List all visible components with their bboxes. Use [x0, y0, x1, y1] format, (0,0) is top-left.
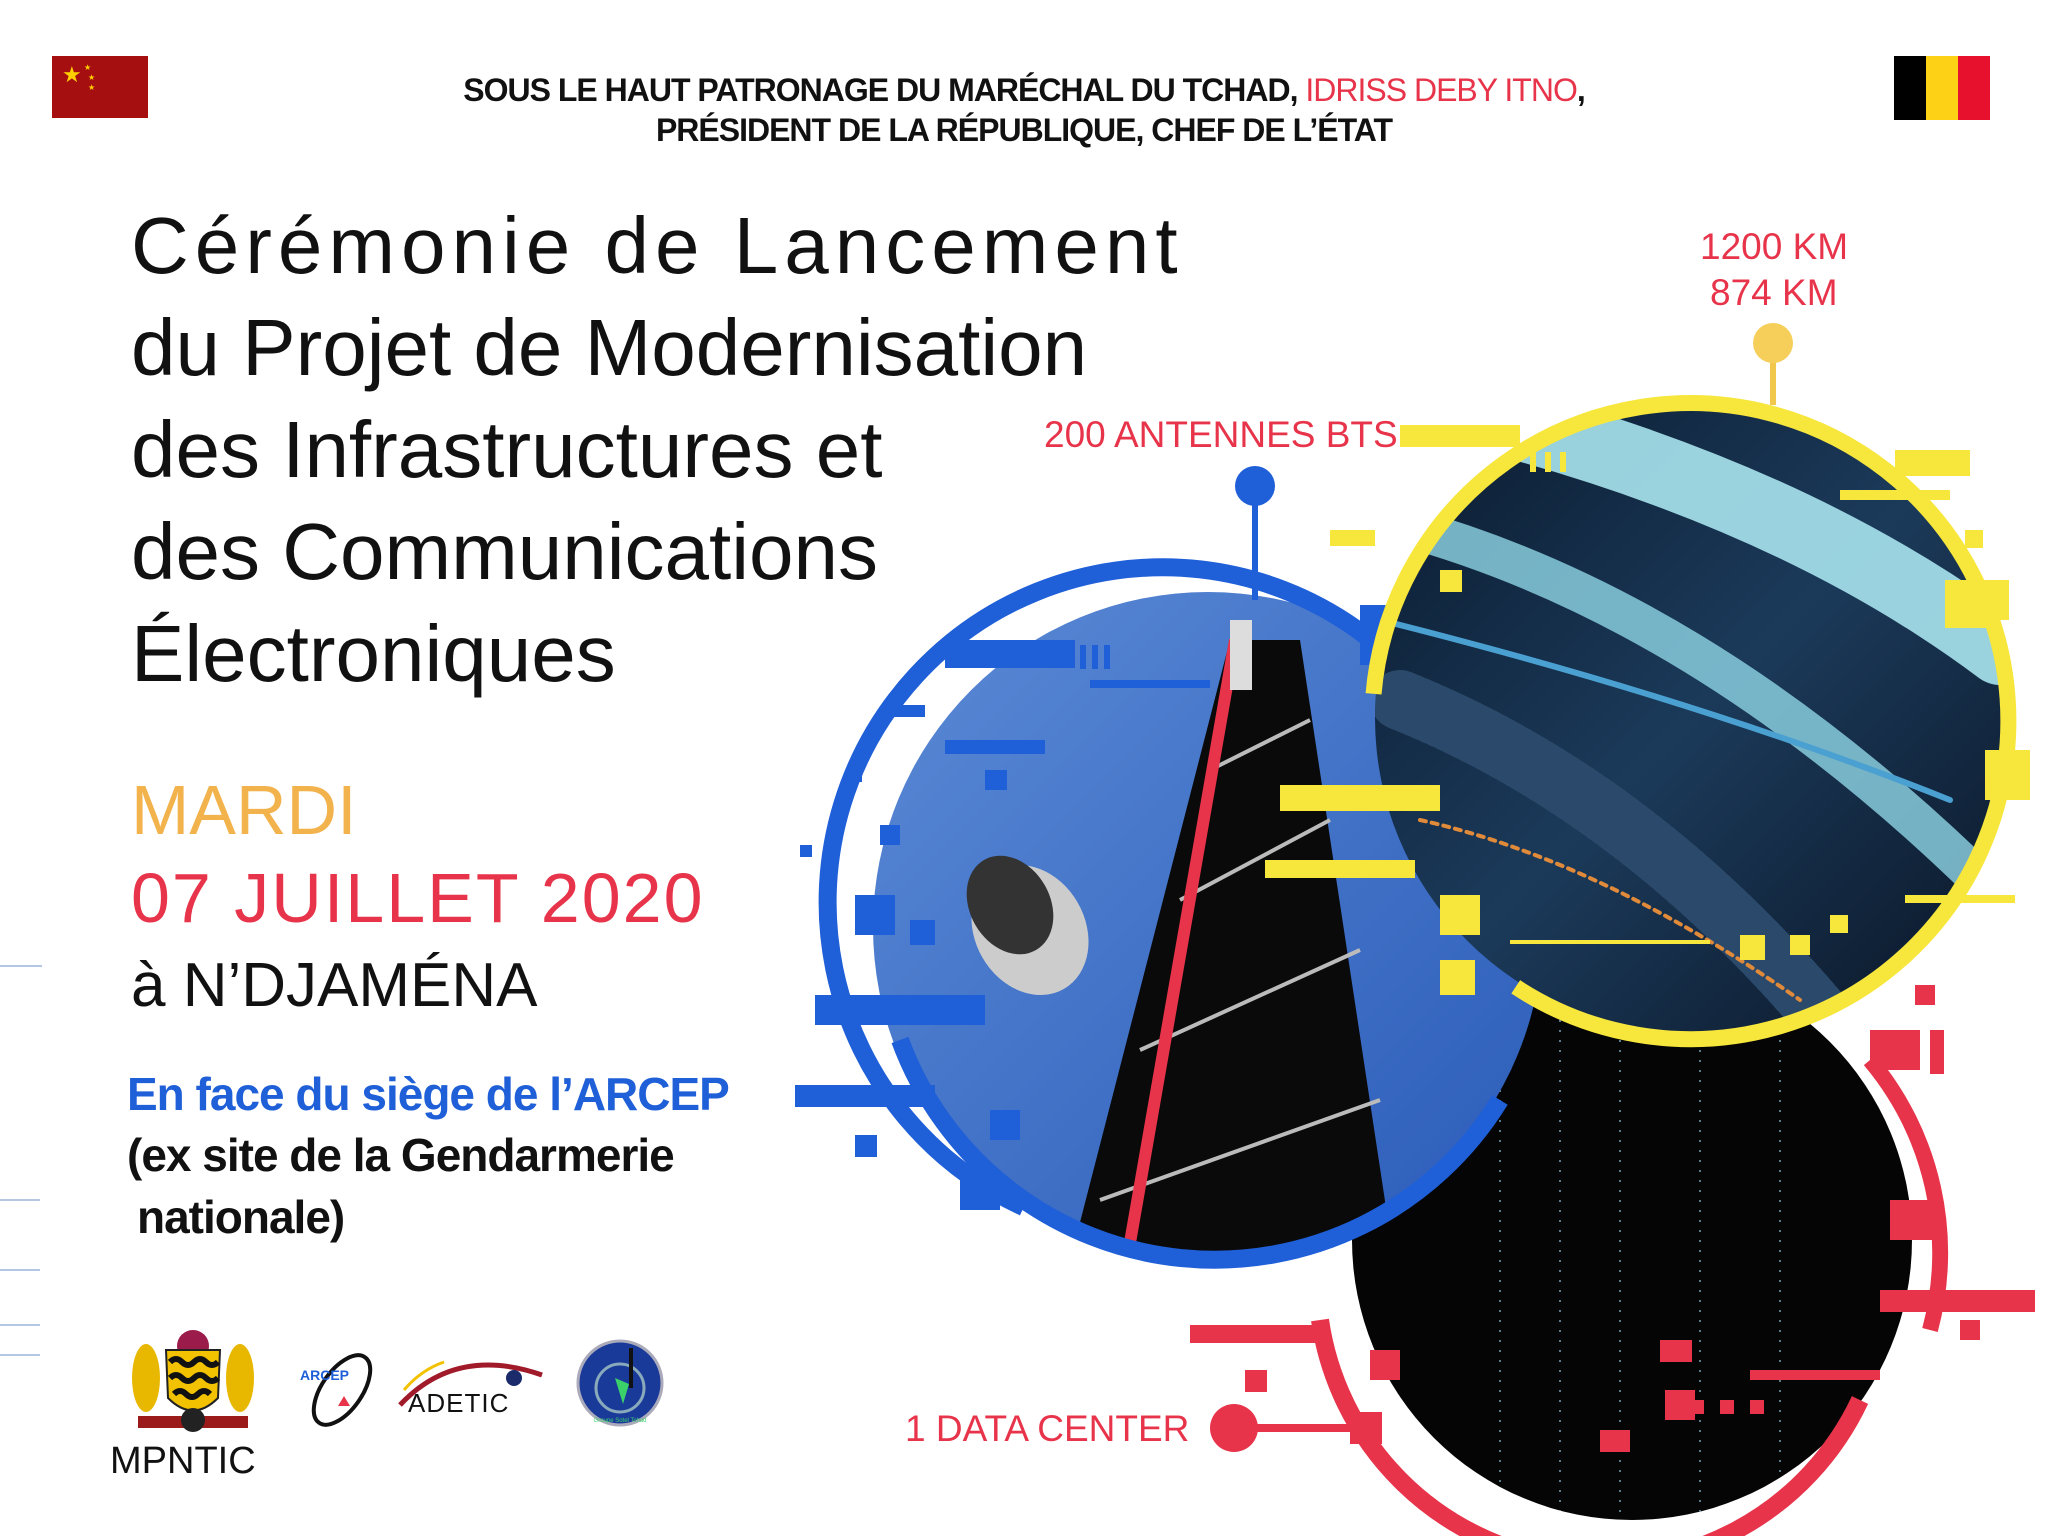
flag-icon	[1894, 56, 1990, 120]
title-line-3: des Infrastructures et	[131, 405, 883, 494]
svg-text:★: ★	[88, 83, 95, 92]
fiber-pin-icon	[1753, 323, 1793, 363]
fiber-label-1: 1200 KM	[1700, 226, 1849, 267]
china-flag-icon: ★★★★	[52, 56, 148, 118]
antenna-pin-icon	[1235, 466, 1275, 506]
arcep-logo-text: ARCEP	[300, 1367, 349, 1383]
antennas-label: 200 ANTENNES BTS	[1044, 414, 1398, 455]
event-venue: En face du siège de l’ARCEP	[127, 1068, 730, 1120]
venue-note-2: nationale)	[137, 1191, 345, 1243]
fiber-label-2: 874 KM	[1710, 272, 1838, 313]
datacenter-pin-square	[1350, 1412, 1382, 1444]
datacenter-label: 1 DATA CENTER	[905, 1408, 1190, 1449]
event-city: à N’DJAMÉNA	[131, 951, 538, 1020]
svg-text:★: ★	[84, 63, 91, 72]
adetic-logo: ADETIC	[398, 1360, 543, 1418]
ministry-name: MPNTIC	[110, 1440, 256, 1482]
patronage-line-1: SOUS LE HAUT PATRONAGE DU MARÉCHAL DU TC…	[0, 72, 2048, 109]
datacenter-pin-icon	[1210, 1404, 1258, 1452]
patronage-text: SOUS LE HAUT PATRONAGE DU MARÉCHAL DU TC…	[463, 72, 1298, 108]
chad-coat-of-arms-logo	[132, 1330, 254, 1432]
sotel-logo: Groupe Sotel Tchad	[576, 1339, 664, 1427]
fiber-circle	[1265, 323, 2030, 1048]
event-day: MARDI	[131, 771, 357, 849]
title-line-1: Cérémonie de Lancement	[131, 201, 1184, 290]
comma: ,	[1576, 72, 1586, 108]
adetic-logo-text: ADETIC	[408, 1388, 509, 1418]
title-line-4: des Communications	[131, 507, 878, 596]
sotel-logo-text: Groupe Sotel Tchad	[594, 1418, 647, 1424]
svg-text:★: ★	[88, 73, 95, 82]
event-date: 07 JUILLET 2020	[131, 859, 705, 937]
president-name: IDRISS DEBY ITNO	[1305, 72, 1577, 108]
title-line-2: du Projet de Modernisation	[131, 303, 1088, 392]
svg-text:★: ★	[62, 62, 82, 87]
venue-note-1: (ex site de la Gendarmerie	[127, 1129, 675, 1181]
patronage-line-2: PRÉSIDENT DE LA RÉPUBLIQUE, CHEF DE L’ÉT…	[655, 112, 1393, 148]
title-line-5: Électroniques	[131, 609, 616, 698]
arcep-logo: ARCEP	[300, 1353, 373, 1427]
